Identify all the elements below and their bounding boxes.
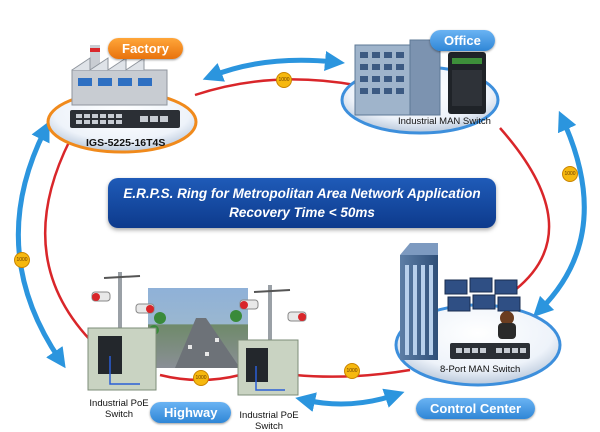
highway-device-right-label: Industrial PoE Switch bbox=[239, 410, 299, 432]
office-badge: Office bbox=[430, 30, 495, 51]
cctv-camera-left-b bbox=[135, 303, 155, 314]
ring-link-highway-factory bbox=[44, 139, 96, 346]
monitor-wall bbox=[444, 277, 521, 312]
title-banner: E.R.P.S. Ring for Metropolitan Area Netw… bbox=[108, 178, 496, 228]
cctv-camera-right-b bbox=[287, 311, 307, 322]
ring-link-office-control bbox=[499, 127, 551, 291]
factory-site bbox=[46, 45, 198, 154]
factory-badge: Factory bbox=[108, 38, 183, 59]
banner-subtitle: Recovery Time < 50ms bbox=[229, 205, 375, 220]
cctv-camera-right-a bbox=[239, 299, 259, 310]
highway-device-left-label: Industrial PoE Switch bbox=[89, 398, 149, 420]
banner-title: E.R.P.S. Ring for Metropolitan Area Netw… bbox=[123, 186, 481, 201]
control-center-device-label: 8-Port MAN Switch bbox=[440, 364, 521, 375]
control-center-badge: Control Center bbox=[416, 398, 535, 419]
traffic-arrows bbox=[15, 51, 587, 412]
factory-device-label: IGS-5225-16T4S bbox=[86, 137, 166, 149]
link-speed-marker: 1000 bbox=[276, 72, 292, 88]
office-device-label: Industrial MAN Switch bbox=[398, 116, 491, 127]
link-speed-marker: 1000 bbox=[193, 370, 209, 386]
link-speed-marker: 1000 bbox=[344, 363, 360, 379]
control-center-site bbox=[394, 243, 562, 387]
link-speed-marker: 1000 bbox=[14, 252, 30, 268]
arrow-factory-office bbox=[202, 51, 345, 82]
link-speed-marker: 1000 bbox=[562, 166, 578, 182]
cctv-camera-left-a bbox=[91, 291, 111, 302]
arrow-control-highway bbox=[295, 388, 405, 412]
arrow-highway-factory bbox=[15, 121, 66, 369]
highway-site bbox=[87, 272, 307, 396]
office-site bbox=[340, 39, 500, 135]
arrow-office-control bbox=[532, 110, 587, 318]
eight-port-switch-chassis bbox=[450, 343, 530, 359]
ring-link-factory-office bbox=[194, 78, 356, 97]
highway-badge: Highway bbox=[150, 402, 232, 423]
